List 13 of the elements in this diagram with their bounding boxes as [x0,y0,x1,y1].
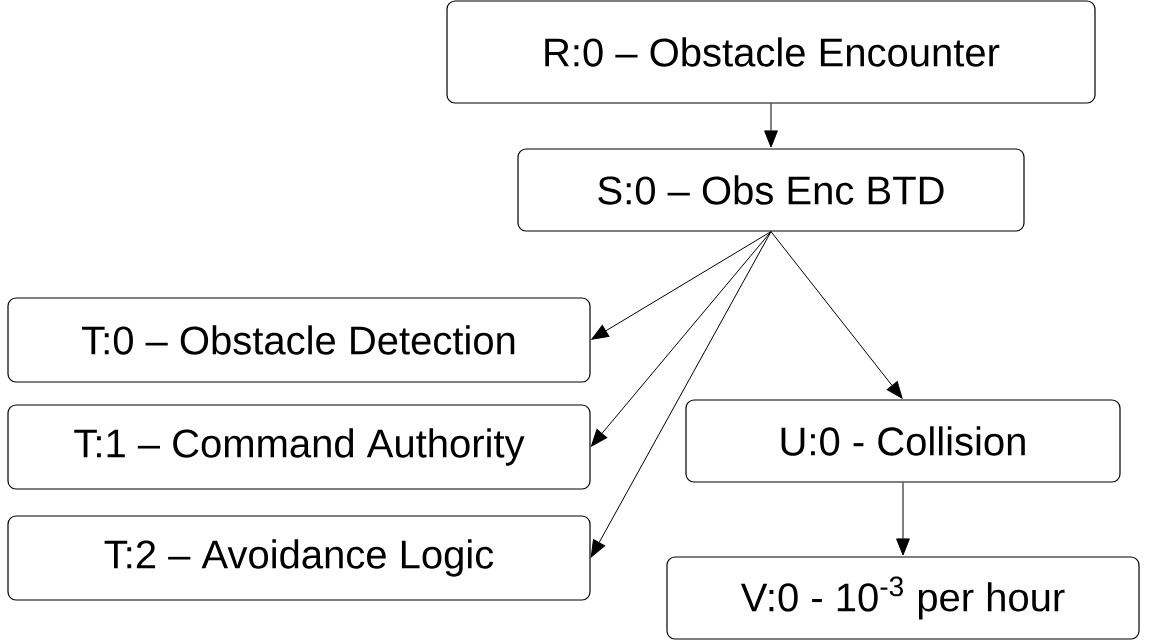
process-box: R:0 – Obstacle Encounter [446,0,1096,104]
process-box: T:0 – Obstacle Detection [7,297,591,383]
process-box: S:0 – Obs Enc BTD [517,148,1025,232]
arrow [590,231,772,558]
arrow [764,103,778,148]
arrow [591,231,772,340]
arrow [591,231,772,447]
arrow [770,231,903,399]
process-box: T:1 – Command Authority [7,404,591,490]
process-box: U:0 - Collision [685,399,1121,483]
arrow [896,482,910,556]
process-box: T:2 – Avoidance Logic [7,515,591,601]
process-box: V:0 - 10$^{-3}$ per hour [666,556,1140,640]
